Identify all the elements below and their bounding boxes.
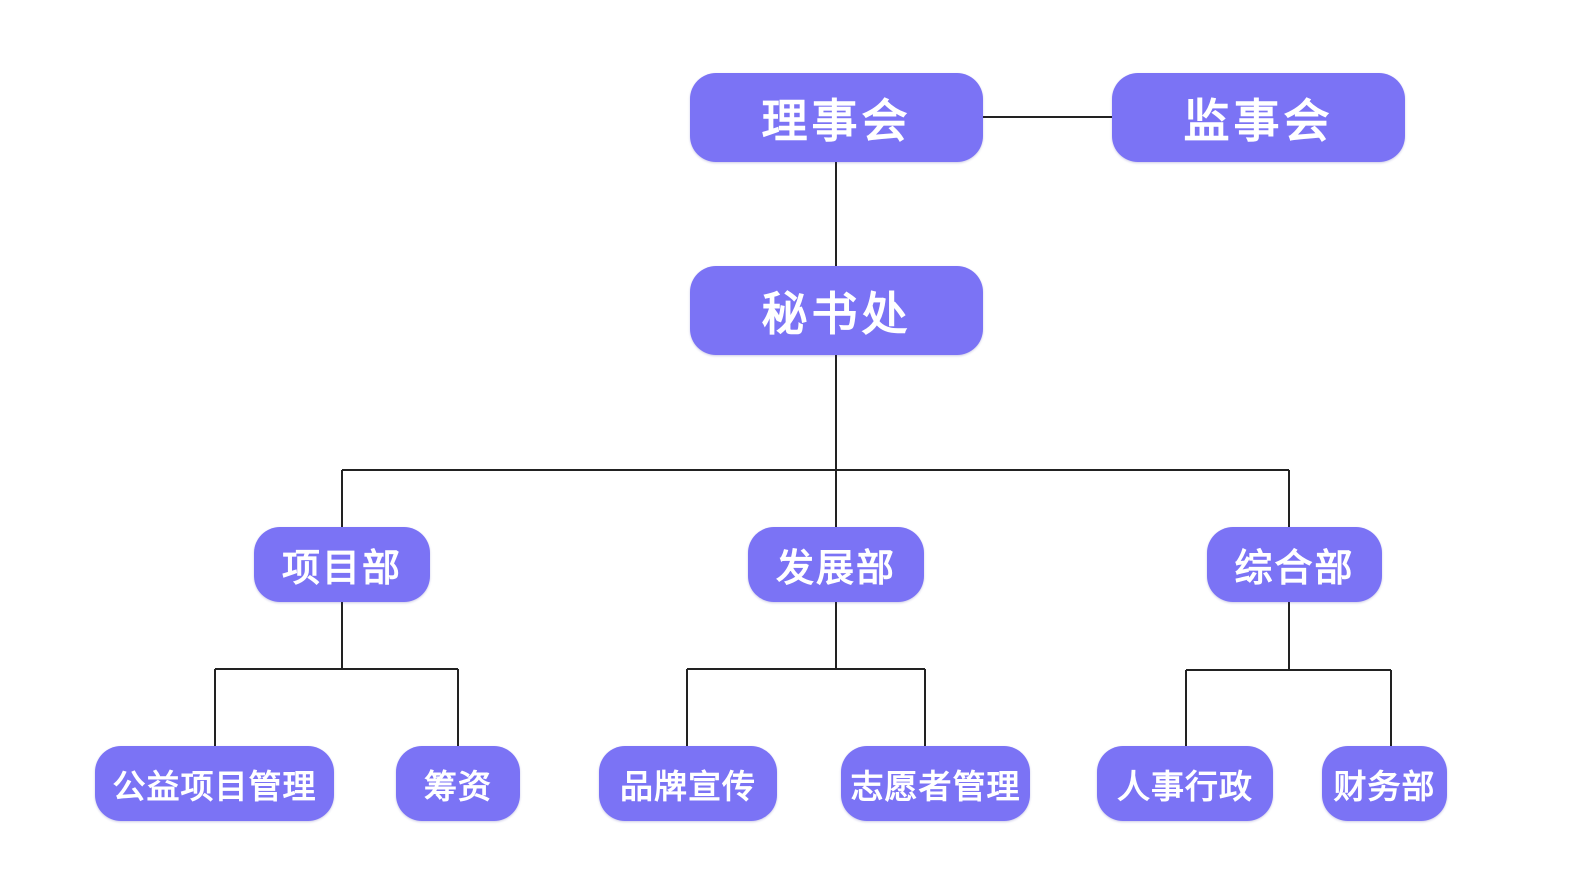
- secretariat-node: 秘书处: [690, 266, 983, 355]
- fundraising-node: 筹资: [396, 746, 520, 821]
- charity-project-management-node: 公益项目管理: [95, 746, 334, 821]
- board-node: 理事会: [690, 73, 983, 162]
- hr-administration-node: 人事行政: [1097, 746, 1273, 821]
- supervisors-node: 监事会: [1112, 73, 1405, 162]
- brand-promotion-node: 品牌宣传: [599, 746, 777, 821]
- projects-department-node: 项目部: [254, 527, 430, 602]
- development-department-node: 发展部: [748, 527, 924, 602]
- volunteer-management-node: 志愿者管理: [841, 746, 1030, 821]
- finance-department-node: 财务部: [1322, 746, 1447, 821]
- general-department-node: 综合部: [1207, 527, 1382, 602]
